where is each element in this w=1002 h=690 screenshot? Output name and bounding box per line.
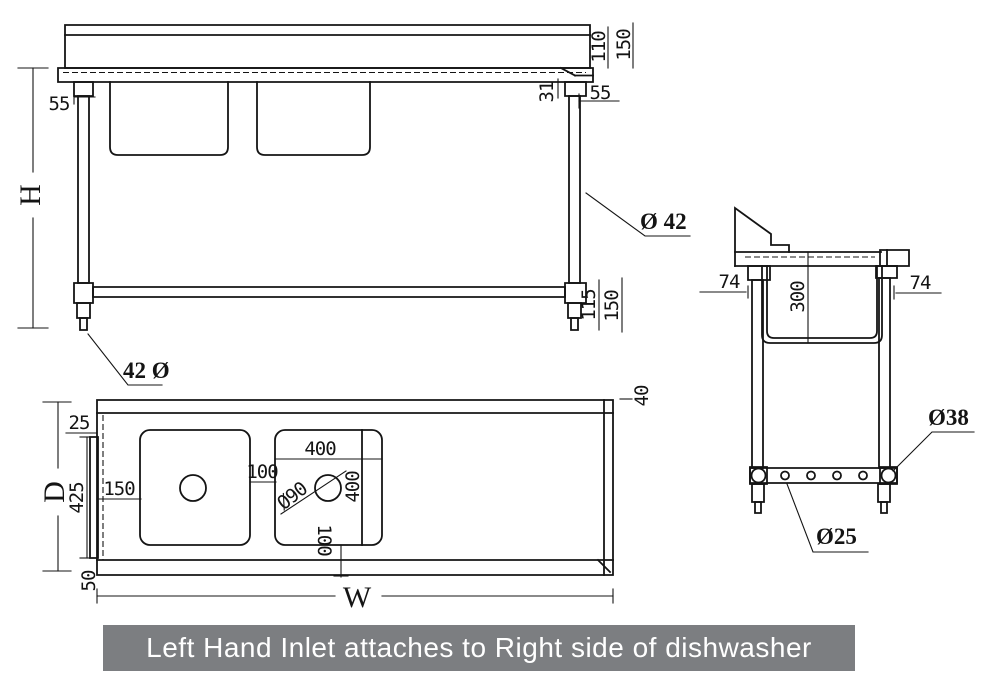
dim-label-300: 300 — [787, 281, 809, 313]
dim-rail-hole-dia25: Ø25 — [787, 484, 868, 552]
dim-label-dia42-right: Ø 42 — [640, 209, 687, 234]
dim-55-left: 55 — [49, 90, 95, 115]
drain-leader-line — [281, 471, 346, 514]
cross-rail-front — [93, 287, 565, 297]
dim-label-50: 50 — [78, 570, 100, 591]
bench-top-front — [58, 68, 593, 82]
dim-label-D: D — [38, 481, 71, 503]
dim-label-25: 25 — [69, 412, 90, 434]
dim-label-115: 115 — [578, 289, 600, 320]
sink-bench-drawing: H 55 31 55 110 150 Ø 42 — [14, 0, 1002, 614]
dim-label-H: H — [14, 184, 47, 206]
dim-label-425: 425 — [66, 482, 88, 513]
dim-foot-115: 115 — [578, 280, 600, 330]
dim-40: 40 — [620, 385, 653, 406]
dim-label-55-right: 55 — [590, 82, 611, 104]
dim-label-74-right: 74 — [910, 272, 931, 294]
dim-400-width: 400 — [275, 438, 382, 460]
dim-label-dia38: Ø38 — [928, 405, 969, 430]
dim-50: 50 — [78, 570, 100, 591]
sink-bowl-1-front — [110, 82, 228, 155]
dim-label-110: 110 — [588, 31, 610, 63]
dim-splash-150: 150 — [613, 23, 635, 68]
dim-label-dia25: Ø25 — [816, 524, 857, 549]
cross-rail-side — [750, 467, 897, 484]
sink-bowl-side-outer — [762, 266, 882, 343]
rail-hole-3 — [833, 472, 841, 480]
left-leg-front — [74, 82, 93, 330]
leg-tube-socket-right — [882, 469, 896, 483]
dim-425: 425 — [66, 437, 94, 558]
rail-hole-1 — [781, 472, 789, 480]
dim-label-dia42-left: 42 Ø — [123, 358, 170, 383]
dim-label-W: W — [343, 581, 372, 614]
dim-label-40: 40 — [631, 385, 653, 406]
left-foot-side — [752, 484, 764, 513]
caption-text: Left Hand Inlet attaches to Right side o… — [146, 632, 812, 663]
dim-label-100-gap: 100 — [246, 461, 278, 483]
dim-74-left: 74 — [700, 271, 748, 298]
right-leg-bracket-side — [876, 266, 897, 278]
sink-2-drain — [315, 475, 341, 501]
dim-leg-diameter-left: 42 Ø — [88, 334, 170, 385]
dim-bowl-300: 300 — [787, 252, 809, 343]
right-foot-side — [878, 484, 890, 513]
dim-74-right: 74 — [894, 272, 941, 299]
dim-splash-110: 110 — [588, 27, 610, 68]
dim-label-150-splash: 150 — [613, 29, 635, 61]
dim-leg-tube-dia38: Ø38 — [893, 405, 974, 471]
sink-bowl-side-inner — [767, 266, 877, 338]
dim-leg-diameter-right: Ø 42 — [586, 193, 690, 236]
dim-55-right: 55 — [579, 82, 619, 108]
leg-tube-socket-left — [752, 469, 766, 483]
dim-depth-D: D — [38, 402, 71, 571]
dim-label-400-width: 400 — [304, 438, 336, 460]
dim-height-H: H — [14, 68, 48, 328]
dim-25: 25 — [66, 412, 96, 434]
dim-150-plan: 150 — [97, 478, 141, 500]
dim-foot-150: 150 — [601, 278, 623, 332]
sink-2-plan — [275, 430, 382, 545]
splashback-side — [735, 208, 789, 266]
right-leg-side — [879, 278, 890, 468]
dim-label-100-edge: 100 — [313, 524, 335, 556]
bench-top-side — [735, 250, 909, 266]
dim-drain-dia: Ø90 — [273, 478, 312, 515]
dim-label-150-plan: 150 — [103, 478, 135, 500]
dim-label-31: 31 — [536, 81, 558, 102]
sink-1-drain — [180, 475, 206, 501]
dim-label-dia90: Ø90 — [273, 478, 312, 515]
rail-hole-4 — [859, 472, 867, 480]
dim-label-400-depth: 400 — [342, 471, 364, 503]
dim-400-depth: 400 — [342, 471, 364, 503]
sink-1-plan — [140, 430, 250, 545]
splashback-front — [65, 25, 590, 68]
dim-31: 31 — [536, 79, 558, 102]
sink-bowl-2-front — [257, 82, 370, 155]
dim-label-55-left: 55 — [49, 93, 70, 115]
dim-width-W: W — [97, 581, 613, 614]
dim-100-gap: 100 — [246, 461, 279, 483]
side-elevation-view: 300 74 74 — [700, 208, 974, 552]
caption-bar: Left Hand Inlet attaches to Right side o… — [103, 625, 855, 671]
dim-label-74-left: 74 — [719, 271, 740, 293]
rail-hole-2 — [807, 472, 815, 480]
dim-100-edge: 100 — [313, 524, 348, 577]
plan-view: 25 425 D 50 150 100 400 — [38, 385, 653, 614]
front-elevation-view: H 55 31 55 110 150 Ø 42 — [14, 23, 690, 385]
dim-label-150-foot: 150 — [601, 290, 623, 322]
